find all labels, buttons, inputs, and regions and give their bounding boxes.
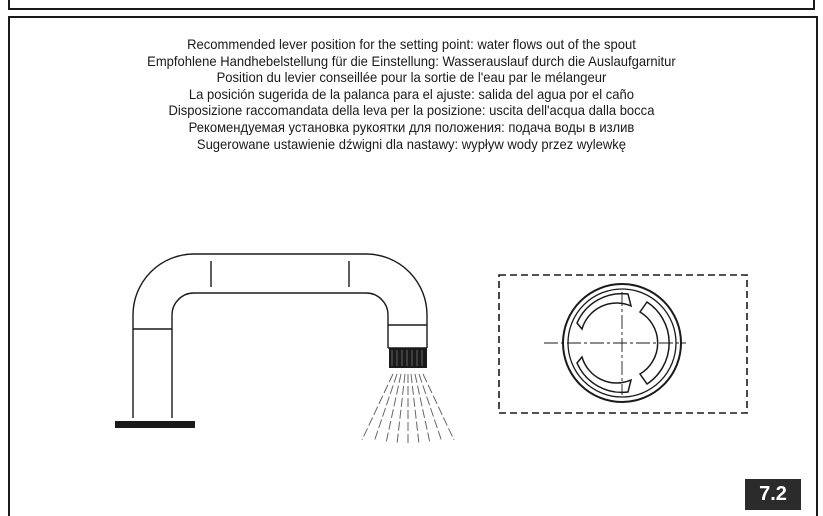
aerator-nozzle bbox=[389, 348, 427, 368]
caption-french: Position du levier conseillée pour la so… bbox=[216, 69, 607, 86]
page-number-badge: 7.2 bbox=[745, 479, 801, 510]
spout-illustration-icon bbox=[132, 253, 428, 418]
lever-position-frame bbox=[498, 274, 748, 414]
caption-english: Recommended lever position for the setti… bbox=[187, 36, 636, 52]
instruction-panel bbox=[8, 16, 818, 516]
caption-polish: Sugerowane ustawienie dźwigni dla nastaw… bbox=[196, 135, 627, 152]
caption-spanish: La posición sugerida de la palanca para … bbox=[188, 85, 635, 102]
caption-german: Empfohlene Handhebelstellung für die Ein… bbox=[147, 52, 676, 69]
lever-knob-icon bbox=[544, 283, 686, 403]
top-frame-strip bbox=[8, 0, 815, 10]
spout-base-plate bbox=[115, 421, 195, 428]
caption-russian: Рекомендуемая установка рукоятки для пол… bbox=[188, 118, 635, 135]
instruction-captions: Recommended lever position for the setti… bbox=[29, 36, 794, 152]
caption-italian: Disposizione raccomandata della leva per… bbox=[168, 102, 655, 119]
water-spray-icon bbox=[361, 373, 455, 445]
